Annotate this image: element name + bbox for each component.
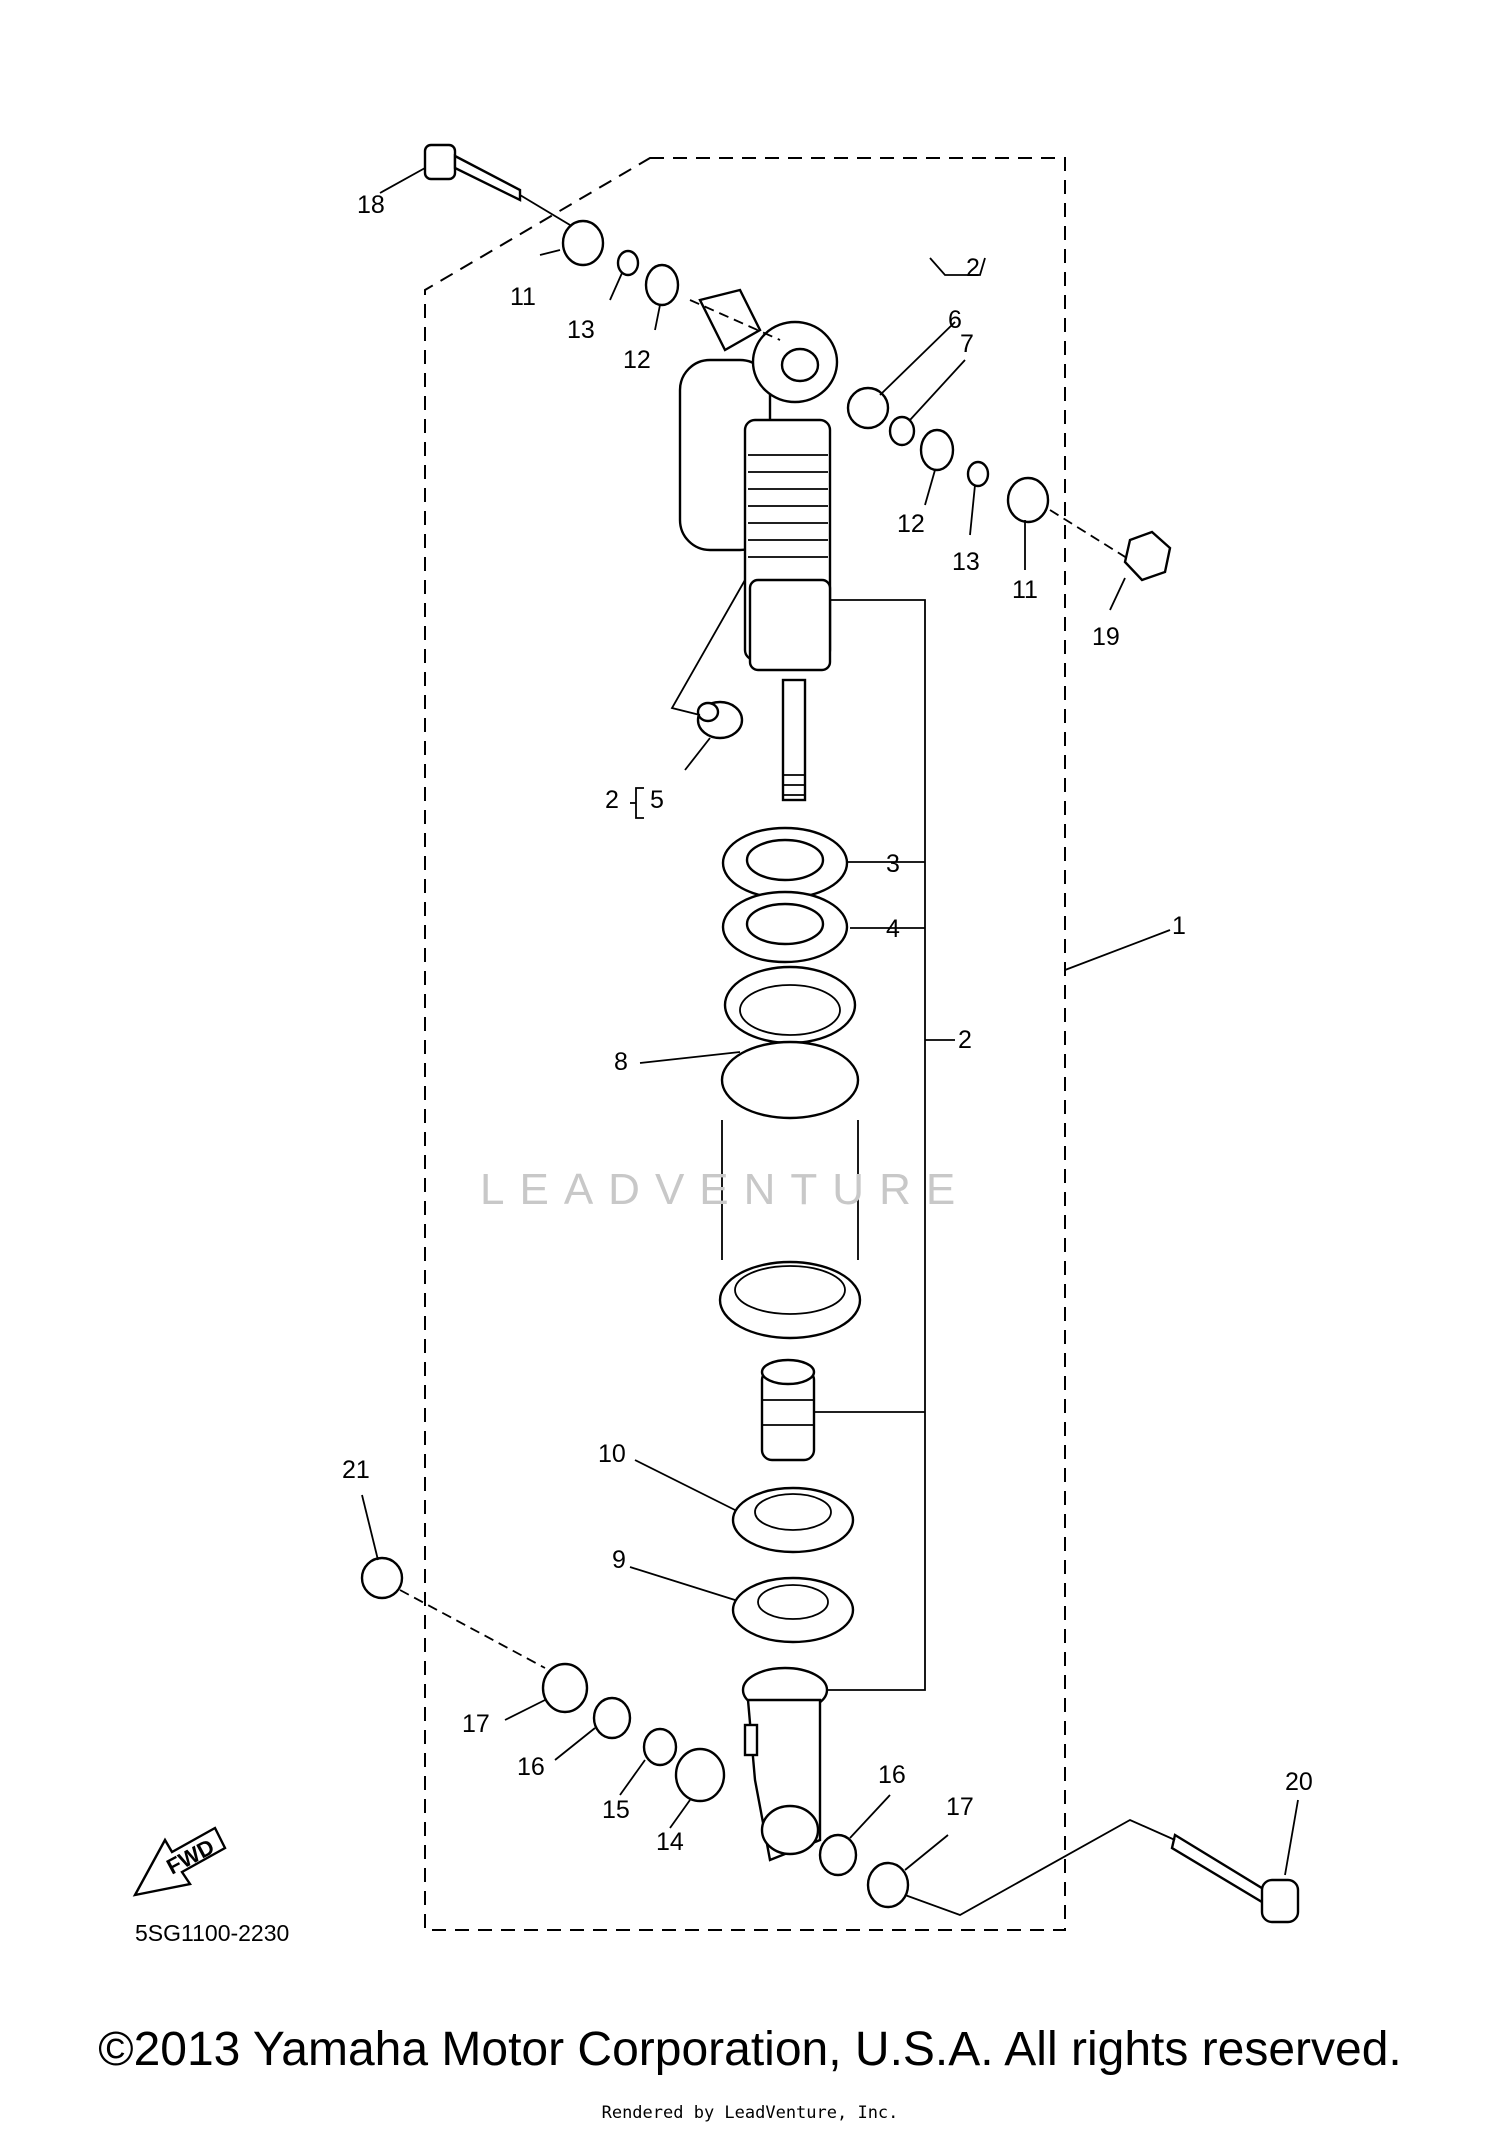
part-5-valve — [696, 700, 744, 740]
callout-13-right: 13 — [952, 548, 980, 576]
part-15-ring — [642, 1727, 678, 1767]
ring-nut-4 — [721, 890, 849, 964]
callout-16-right: 16 — [878, 1761, 906, 1789]
callout-20: 20 — [1285, 1768, 1313, 1796]
callout-13-left: 13 — [567, 316, 595, 344]
part-14-bearing — [674, 1747, 726, 1803]
callout-19: 19 — [1092, 623, 1120, 651]
part-17-collar-right — [866, 1861, 910, 1909]
shock-absorber-body — [678, 288, 839, 802]
bracket-line — [820, 599, 926, 1691]
callout-2-top: 2 — [966, 254, 980, 282]
part-6-bushing — [846, 386, 890, 430]
part-7-circlip — [888, 415, 916, 447]
callout-11-right: 11 — [1012, 576, 1038, 604]
callout-6: 6 — [948, 306, 962, 334]
watermark: LEADVENTURE — [480, 1165, 971, 1214]
bump-stopper — [760, 1358, 816, 1462]
part-12-seal-right — [919, 428, 955, 472]
part-21-nut — [360, 1556, 404, 1600]
part-13-oring-left — [616, 249, 640, 277]
callout-3: 3 — [886, 850, 900, 878]
callout-8: 8 — [614, 1048, 628, 1076]
part-12-seal-left — [644, 263, 680, 307]
rendered-by-notice: Rendered by LeadVenture, Inc. — [601, 2103, 899, 2123]
callout-10: 10 — [598, 1440, 626, 1468]
callout-12-right: 12 — [897, 510, 925, 538]
callout-7: 7 — [960, 330, 974, 358]
callout-17-left: 17 — [462, 1710, 490, 1738]
callout-21: 21 — [342, 1456, 370, 1484]
callout-11-left: 11 — [510, 283, 536, 311]
spring-8 — [718, 965, 862, 1340]
spring-seat-9 — [731, 1576, 855, 1644]
part-20-bolt — [1170, 1833, 1300, 1924]
part-17-collar-left — [541, 1662, 589, 1714]
diagram-code: 5SG1100-2230 — [135, 1920, 290, 1946]
callout-2-mid: 2 — [958, 1026, 972, 1054]
part-19-nut — [1123, 530, 1172, 582]
assembly-boundary — [424, 157, 1066, 1931]
part-16-seal-left — [592, 1696, 632, 1740]
fwd-arrow-icon: FWD — [132, 1826, 227, 1897]
callout-16-left: 16 — [517, 1753, 545, 1781]
callout-9: 9 — [612, 1546, 626, 1574]
callout-17-right: 17 — [946, 1793, 974, 1821]
spring-guide-10 — [731, 1486, 855, 1554]
part-13-oring-right — [966, 460, 990, 488]
callout-5: 5 — [650, 786, 664, 814]
callout-18: 18 — [357, 191, 385, 219]
part-11-collar-left — [561, 219, 605, 267]
callout-14: 14 — [656, 1828, 684, 1856]
ring-nut-3 — [721, 826, 849, 900]
part-18-bolt — [423, 143, 522, 202]
callout-2-left: 2 — [605, 786, 619, 814]
callout-15: 15 — [602, 1796, 630, 1824]
callout-4: 4 — [886, 915, 900, 943]
lower-clevis — [741, 1666, 829, 1862]
callout-1: 1 — [1172, 912, 1186, 940]
part-16-seal-right — [818, 1833, 858, 1877]
part-11-collar-right — [1006, 476, 1050, 524]
callout-12-left: 12 — [623, 346, 651, 374]
copyright-notice: ©2013 Yamaha Motor Corporation, U.S.A. A… — [98, 2023, 1402, 2076]
